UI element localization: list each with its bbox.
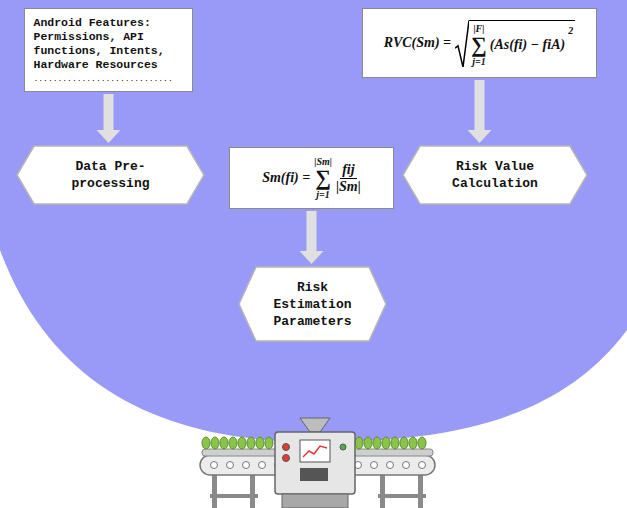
- arrow-head: [300, 251, 324, 264]
- green-item: [364, 437, 372, 449]
- arrow-shaft: [475, 80, 485, 131]
- flow-arrow: [468, 80, 492, 143]
- formula: Sm(fi) =|Sm|∑j=1fij|Sm|: [262, 156, 361, 200]
- green-item: [202, 437, 210, 449]
- arrow-head: [468, 130, 492, 143]
- step-label: Data Pre-processing: [61, 158, 161, 192]
- green-item: [229, 437, 237, 449]
- node-content: Data Pre-processing: [61, 158, 161, 192]
- green-item: [400, 437, 408, 449]
- green-item: [418, 437, 426, 449]
- process-hexagon: Data Pre-processing: [16, 145, 205, 205]
- root-sign: [455, 20, 469, 67]
- green-item: [409, 437, 417, 449]
- green-item: [256, 437, 264, 449]
- arrow-shaft: [307, 211, 317, 252]
- feature-box: Android Features: Permissions, API funct…: [24, 8, 193, 92]
- formula-box: RVC(Sm) =|F|∑j=1(As(fi) − fiA)2: [362, 8, 597, 78]
- green-item: [247, 437, 255, 449]
- feature-list: Android Features: Permissions, API funct…: [34, 16, 184, 72]
- arrow-shaft: [104, 94, 114, 131]
- sum-lower-limit: j=1: [472, 56, 485, 67]
- step-label: Risk Value Calculation: [445, 158, 545, 192]
- roller: [211, 462, 218, 469]
- roller: [243, 462, 250, 469]
- roller: [387, 462, 394, 469]
- node-content: Sm(fi) =|Sm|∑j=1fij|Sm|: [262, 156, 361, 200]
- formula-lhs: Sm(fi) =: [262, 170, 310, 186]
- roller: [371, 462, 378, 469]
- sum-lower-limit: j=1: [316, 189, 329, 200]
- fraction: fij|Sm|: [336, 162, 361, 195]
- square-root: |F|∑j=1(As(fi) − fiA)2: [455, 20, 575, 67]
- summand: (As(fi) − fiA): [490, 37, 565, 53]
- machine-body: [275, 418, 355, 508]
- flow-arrow: [300, 211, 324, 264]
- arrow-head: [97, 130, 121, 143]
- green-item: [265, 437, 273, 449]
- green-item: [391, 437, 399, 449]
- bowl-shape: [0, 0, 627, 442]
- node-content: Risk Estimation Parameters: [268, 279, 358, 330]
- sum-upper-limit: |F|: [473, 23, 484, 34]
- roller: [259, 462, 266, 469]
- hexagon-outline: [402, 145, 588, 205]
- sum-operator: |Sm|∑j=1: [314, 156, 332, 200]
- hexagon-outline: [16, 145, 205, 205]
- formula-box: Sm(fi) =|Sm|∑j=1fij|Sm|: [229, 147, 394, 209]
- green-item: [382, 437, 390, 449]
- process-hexagon: Risk Estimation Parameters: [238, 266, 387, 342]
- green-item: [373, 437, 381, 449]
- green-item: [211, 437, 219, 449]
- node-content: Risk Value Calculation: [445, 158, 545, 192]
- roller: [403, 462, 410, 469]
- formula: RVC(Sm) =|F|∑j=1(As(fi) − fiA)2: [384, 20, 575, 67]
- node-content: Android Features: Permissions, API funct…: [34, 16, 184, 84]
- formula-lhs: RVC(Sm) =: [384, 35, 451, 51]
- flow-arrow: [97, 94, 121, 143]
- denominator: |Sm|: [336, 179, 361, 195]
- green-item: [238, 437, 246, 449]
- green-item: [220, 437, 228, 449]
- node-content: RVC(Sm) =|F|∑j=1(As(fi) − fiA)2: [384, 20, 575, 67]
- sum-symbol: ∑: [315, 167, 331, 189]
- dotted-line: .............................: [34, 74, 184, 84]
- numerator: fij: [340, 162, 356, 179]
- roller: [419, 462, 426, 469]
- roller: [227, 462, 234, 469]
- radicand: |F|∑j=1(As(fi) − fiA)2: [469, 20, 575, 67]
- sum-upper-limit: |Sm|: [314, 156, 332, 167]
- green-item: [355, 437, 363, 449]
- process-hexagon: Risk Value Calculation: [402, 145, 588, 205]
- step-label: Risk Estimation Parameters: [268, 279, 358, 330]
- sum-symbol: ∑: [471, 34, 487, 56]
- sum-operator: |F|∑j=1: [471, 23, 487, 67]
- exponent: 2: [568, 25, 573, 36]
